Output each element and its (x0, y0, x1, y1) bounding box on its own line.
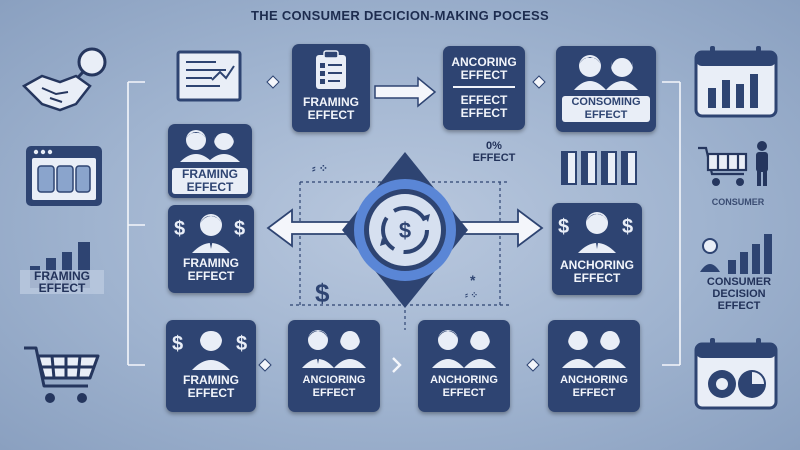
two-people-icon (574, 53, 638, 90)
bottom-card-3-label: ANCHORING EFFECT (430, 374, 498, 399)
browser-window-icon (24, 144, 104, 209)
svg-text:$: $ (234, 218, 245, 240)
bottom-card-2[interactable]: ANCIORING EFFECT (288, 320, 380, 412)
calendar-chart-icon (694, 46, 778, 118)
right-decision-label: CONSUMER DECISION EFFECT (706, 276, 772, 312)
svg-text:$: $ (172, 333, 183, 355)
shopping-cart-icon (22, 342, 102, 407)
framing-effect-card-top[interactable]: FRAMING EFFECT (292, 44, 370, 132)
bottom-card-3[interactable]: ANCHORING EFFECT (418, 320, 510, 412)
bottom-card-4-label: ANCHORING EFFECT (560, 374, 628, 399)
svg-text:*: * (470, 272, 476, 288)
clipboard-checklist-icon (316, 50, 346, 89)
svg-text:$: $ (236, 333, 247, 355)
filing-cabinets-icon (560, 148, 640, 188)
calendar-gauge-icon (694, 338, 778, 410)
svg-text:$: $ (315, 278, 330, 306)
person-money-icon: $ $ (558, 212, 633, 253)
two-people-icon (432, 326, 496, 368)
anchoring-effect-card-top[interactable]: ANCORING EFFECT EFFECT EFFECT (443, 46, 525, 130)
person-money-icon: $ $ (174, 214, 245, 253)
svg-text:$: $ (399, 218, 411, 243)
bottom-card-1-label: FRAMING EFFECT (183, 373, 239, 400)
anchoring-effect-mid-label: ANCHORING EFFECT (560, 258, 634, 285)
framing-effect-mid-upper-label: FRAMING EFFECT (172, 168, 248, 194)
framing-effect-card-mid-lower[interactable]: $ $ FRAMING EFFECT (168, 205, 254, 293)
two-people-icon (562, 326, 626, 368)
center-cycle-emblem: $ (340, 150, 470, 310)
svg-text:⸗ ⁘: ⸗ ⁘ (465, 290, 478, 300)
framing-effect-mid-lower-label: FRAMING EFFECT (183, 256, 239, 283)
bottom-card-1[interactable]: $ $ FRAMING EFFECT (166, 320, 256, 412)
bottom-card-4[interactable]: ANCHORING EFFECT (548, 320, 640, 412)
effect-effect-label: EFFECT EFFECT (460, 93, 508, 120)
anchoring-effect-top-label: ANCORING EFFECT (451, 55, 517, 82)
framing-effect-card-mid-upper[interactable]: FRAMING EFFECT (168, 124, 252, 198)
framing-effect-top-label: FRAMING EFFECT (303, 95, 359, 122)
svg-text:$: $ (622, 216, 633, 238)
document-chart-icon (176, 50, 244, 104)
bottom-card-2-label: ANCIORING EFFECT (302, 374, 366, 399)
consuming-effect-card[interactable]: CONSOMING EFFECT (556, 46, 656, 132)
svg-text:$: $ (174, 218, 185, 240)
svg-text:$: $ (558, 216, 569, 238)
person-chart-icon (698, 232, 778, 276)
consuming-effect-label: CONSOMING EFFECT (562, 96, 650, 122)
right-consumer-label: CONSUMER (711, 197, 765, 207)
person-money-icon: $ $ (172, 326, 247, 370)
handshake-search-icon (20, 42, 115, 117)
two-people-icon (302, 326, 366, 368)
anchoring-effect-card-mid[interactable]: $ $ ANCHORING EFFECT (552, 203, 642, 295)
card-divider (453, 86, 515, 88)
percent-effect-label: 0% EFFECT (472, 140, 516, 164)
left-framing-label: FRAMING EFFECT (20, 270, 104, 294)
svg-text:⸗ ⁘: ⸗ ⁘ (312, 163, 328, 175)
dollar-icon: $ (313, 276, 339, 306)
page-title: THE CONSUMER DECICION-MAKING POCESS (251, 8, 549, 23)
cart-person-icon (696, 140, 776, 190)
two-people-icon (180, 128, 240, 162)
